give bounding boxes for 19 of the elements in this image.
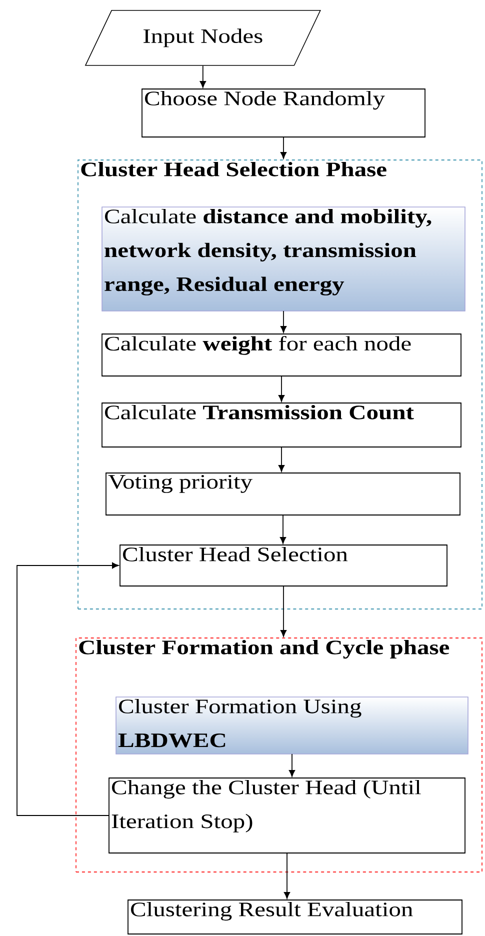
arrow: [280, 136, 287, 159]
process-box: Cluster Formation Using LBDWEC: [116, 696, 468, 754]
process-box: Calculate distance and mobility, network density, transmission range, Residual energy: [102, 206, 466, 312]
arrow: [280, 514, 286, 544]
arrow: [278, 376, 285, 402]
process-box: Voting priority: [106, 472, 460, 516]
arrow: [280, 586, 287, 637]
arrow: [278, 446, 285, 472]
process-box: Choose Node Randomly: [142, 88, 426, 138]
process-box: Calculate weight for each node: [102, 334, 462, 376]
process-box: Cluster Head Selection: [120, 544, 448, 586]
arrow: [16, 562, 119, 816]
arrow: [280, 310, 287, 333]
arrow: [288, 754, 296, 777]
process-box: Calculate Transmission Count: [102, 402, 462, 448]
process-box: Clustering Result Evaluation: [128, 900, 462, 934]
arrow: [200, 65, 206, 88]
process-box: Change the Cluster Head (Until Iteration Stop): [108, 778, 466, 854]
arrow: [284, 852, 290, 899]
